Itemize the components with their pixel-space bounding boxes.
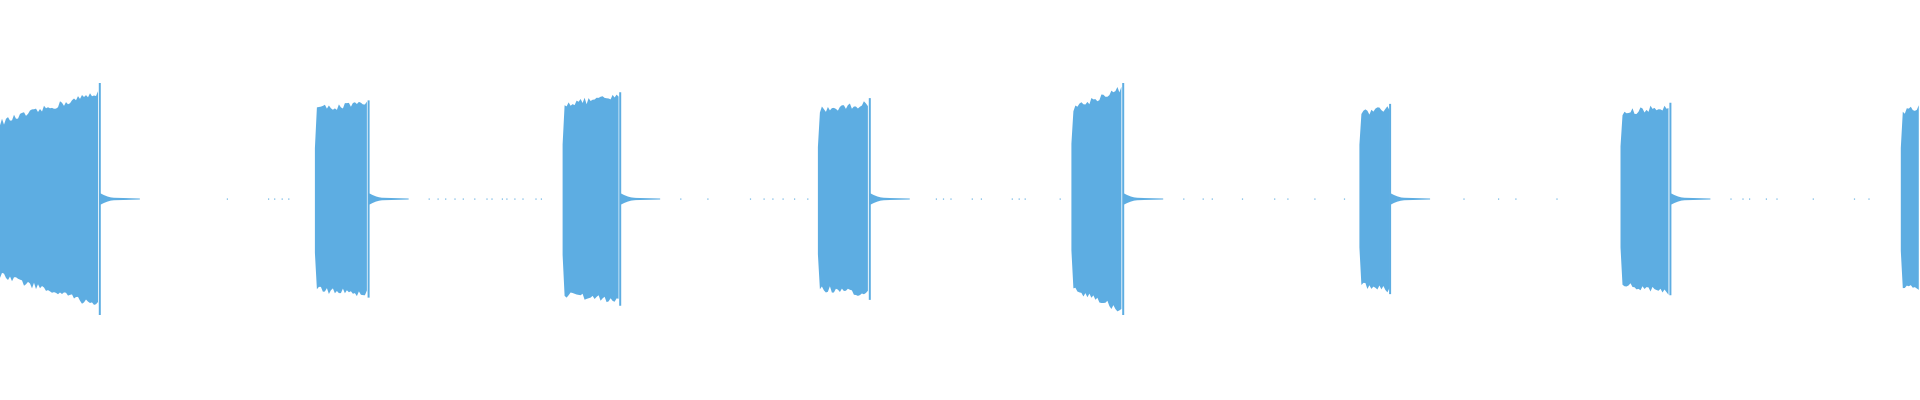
waveform-noise <box>1241 198 1244 200</box>
waveform-burst-8 <box>1900 105 1919 290</box>
waveform-tail-5 <box>1123 193 1164 205</box>
waveform-noise <box>1498 198 1500 200</box>
waveform-noise <box>1202 198 1204 200</box>
waveform-noise <box>1183 198 1185 200</box>
waveform-noise <box>288 198 290 200</box>
waveform-noise <box>281 198 283 200</box>
waveform-noise <box>794 198 796 200</box>
waveform-noise <box>454 198 456 200</box>
waveform-tail-7 <box>1670 193 1711 205</box>
waveform-tail-1 <box>99 193 140 205</box>
waveform-noise <box>1211 198 1213 200</box>
waveform-noise <box>707 198 709 200</box>
waveform-noise <box>807 198 809 200</box>
waveform-noise <box>486 198 488 200</box>
waveform-noise <box>1742 198 1744 200</box>
waveform-burst-5 <box>1071 86 1122 312</box>
waveform-burst-7 <box>1620 105 1669 295</box>
waveform-noise <box>506 198 508 200</box>
waveform-noise <box>1556 198 1558 200</box>
waveform-noise <box>540 198 542 200</box>
waveform-noise <box>491 198 493 200</box>
waveform-noise <box>274 198 276 200</box>
waveform-tail-4 <box>869 193 910 205</box>
waveform-noise <box>772 198 774 200</box>
waveform-noise <box>1274 198 1276 200</box>
waveform-noise <box>950 198 952 200</box>
waveform-burst-4 <box>817 101 868 296</box>
waveform-burst-3 <box>562 94 619 303</box>
waveform-burst-6 <box>1359 106 1390 293</box>
waveform-burst-2 <box>314 101 367 297</box>
waveform-noise <box>980 198 982 200</box>
waveform-noise <box>1765 198 1767 200</box>
waveform-noise <box>1868 198 1870 200</box>
waveform-noise <box>437 198 439 200</box>
waveform-noise <box>1812 198 1814 200</box>
waveform-noise <box>1343 198 1346 200</box>
waveform-tail-2 <box>368 193 409 205</box>
waveform-noise <box>935 198 937 200</box>
waveform-noise <box>971 198 973 200</box>
waveform-noise <box>1011 198 1013 200</box>
waveform-noise <box>226 198 228 200</box>
waveform-noise <box>474 198 476 200</box>
waveform-noise <box>749 198 752 200</box>
waveform-noise <box>942 198 945 200</box>
waveform-noise <box>763 198 765 200</box>
waveform-tail-3 <box>620 193 661 205</box>
waveform-noise <box>445 198 447 200</box>
waveform-tail-6 <box>1390 193 1431 205</box>
waveform-noise <box>1463 198 1465 200</box>
waveform-noise <box>1314 198 1316 200</box>
waveform-noise <box>1059 198 1061 200</box>
waveform-noise <box>782 198 784 200</box>
waveform-noise <box>1024 198 1026 200</box>
waveform-noise <box>535 198 537 200</box>
waveform-noise <box>501 198 503 200</box>
waveform-noise <box>1853 198 1856 200</box>
waveform-noise <box>1776 198 1778 200</box>
waveform-noise <box>462 198 464 200</box>
waveform-noise <box>1287 198 1289 200</box>
waveform-noise <box>1018 198 1020 200</box>
waveform-burst-1 <box>0 91 98 305</box>
waveform-noise <box>1515 198 1517 200</box>
waveform-noise <box>1730 198 1732 200</box>
waveform-noise <box>268 198 270 200</box>
waveform-noise <box>522 198 524 200</box>
waveform-noise <box>680 198 682 200</box>
waveform-noise <box>428 198 430 200</box>
waveform-noise <box>514 198 516 200</box>
waveform-noise <box>1749 198 1751 200</box>
